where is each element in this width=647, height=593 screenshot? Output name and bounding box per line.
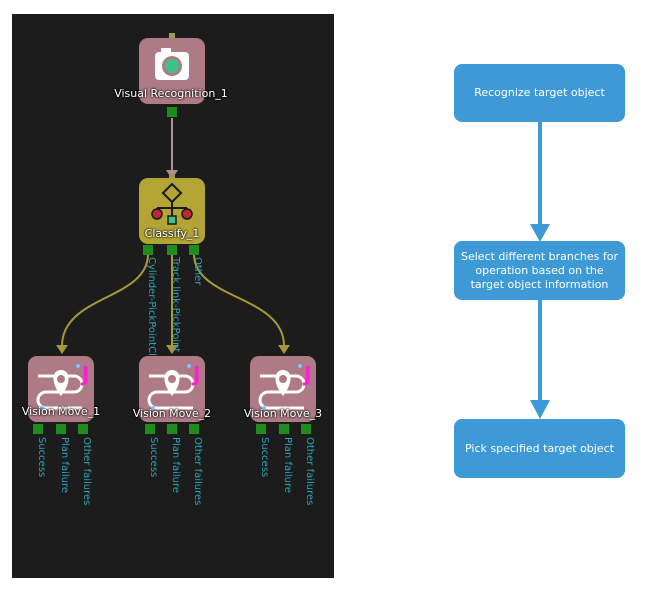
node-label-vision-move-2: Vision Move_2 (132, 407, 212, 420)
branch-icon (151, 182, 193, 225)
output-port-success[interactable] (145, 424, 155, 434)
node-label-vision-move-3: Vision Move_3 (243, 407, 323, 420)
edge-arrowhead (278, 345, 290, 354)
flow-step-recognize: Recognize target object (454, 64, 625, 122)
flow-step-pick: Pick specified target object (454, 419, 625, 478)
node-label-classify: Classify_1 (144, 227, 200, 240)
input-port[interactable] (169, 33, 175, 39)
camera-icon (155, 48, 189, 80)
edge-arrowhead (56, 345, 68, 354)
classify-node[interactable] (139, 178, 205, 244)
output-port[interactable] (167, 107, 177, 117)
output-port-plan-failure[interactable] (279, 424, 289, 434)
path-pin-icon (147, 364, 195, 410)
edge-arrowhead (166, 345, 178, 354)
output-port-other-failures[interactable] (189, 424, 199, 434)
output-port-plan-failure[interactable] (56, 424, 66, 434)
edge-classify-to-move3 (193, 253, 285, 347)
output-port-2[interactable] (167, 245, 177, 255)
node-label-visual-recognition: Visual Recognition_1 (114, 87, 228, 100)
output-port-3[interactable] (189, 245, 199, 255)
edge-classify-to-move1 (61, 253, 149, 347)
output-port-1[interactable] (143, 245, 153, 255)
path-pin-icon (36, 364, 84, 410)
output-port-success[interactable] (256, 424, 266, 434)
output-port-other-failures[interactable] (301, 424, 311, 434)
flow-step-select-branch: Select different branches for operation … (454, 241, 625, 300)
output-port-plan-failure[interactable] (167, 424, 177, 434)
jump-mark-icon: J (193, 362, 201, 386)
input-port[interactable] (169, 174, 175, 180)
output-port-other-failures[interactable] (78, 424, 88, 434)
visual-recognition-node[interactable] (139, 38, 205, 104)
vision-move-3-node[interactable] (250, 356, 316, 422)
jump-mark-icon: J (82, 362, 90, 386)
node-label-vision-move-1: Vision Move_1 (21, 405, 101, 418)
output-port-success[interactable] (33, 424, 43, 434)
vision-move-1-node[interactable] (28, 356, 94, 422)
jump-mark-icon: J (304, 362, 312, 386)
path-pin-icon (258, 364, 306, 410)
vision-move-2-node[interactable] (139, 356, 205, 422)
